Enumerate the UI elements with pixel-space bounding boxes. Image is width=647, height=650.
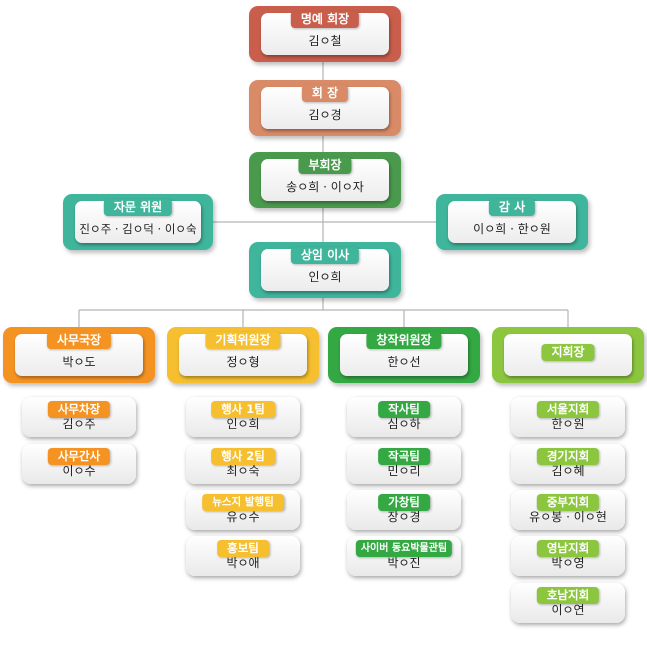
standing-director-name: 인ㅇ희 — [308, 270, 342, 284]
col1-sub-1-name: 김ㅇ주 — [62, 417, 96, 431]
chairman-box: 회 장 김ㅇ경 — [249, 80, 401, 136]
auditor-box: 감 사 이ㅇ희 · 한ㅇ원 — [436, 194, 588, 250]
col4-sub-1: 서울지회 한ㅇ원 — [511, 397, 625, 437]
vice-chairman-name: 송ㅇ희 · 이ㅇ자 — [286, 180, 364, 194]
col2-sub-1-title: 행사 1팀 — [211, 401, 275, 418]
col4-head-card: 지회장 — [504, 334, 632, 376]
col3-sub-2-name: 민ㅇ리 — [387, 464, 421, 478]
col4-sub-3-name: 유ㅇ봉 · 이ㅇ현 — [529, 510, 607, 524]
col4-sub-3-title: 중부지회 — [536, 494, 600, 511]
col3-head-box: 창작위원장 한ㅇ선 — [328, 327, 480, 383]
col4-sub-1-title: 서울지회 — [536, 401, 600, 418]
col1-sub-2: 사무간사 이ㅇ수 — [22, 444, 136, 484]
col3-sub-3: 가창팀 장ㅇ경 — [347, 490, 461, 530]
standing-director-box: 상임 이사 인ㅇ희 — [249, 242, 401, 298]
col3-sub-1: 작사팀 심ㅇ하 — [347, 397, 461, 437]
advisor-card: 자문 위원 진ㅇ주 · 김ㅇ덕 · 이ㅇ숙 — [75, 199, 201, 243]
col2-head-card: 기획위원장 정ㅇ형 — [179, 332, 307, 376]
col3-head-title: 창작위원장 — [366, 332, 442, 349]
col2-sub-2-name: 최ㅇ숙 — [226, 464, 260, 478]
col3-sub-2-title: 작곡팀 — [378, 448, 430, 465]
advisor-title: 자문 위원 — [103, 199, 173, 216]
chairman-card: 회 장 김ㅇ경 — [261, 85, 389, 129]
honorary-chairman-name: 김ㅇ철 — [308, 34, 342, 48]
col2-sub-3-name: 유ㅇ수 — [226, 510, 260, 524]
col2-head-title: 기획위원장 — [205, 332, 281, 349]
auditor-title: 감 사 — [488, 199, 536, 216]
col2-head-name: 정ㅇ형 — [226, 355, 260, 369]
col4-head-title: 지회장 — [541, 344, 595, 361]
col1-head-name: 박ㅇ도 — [62, 355, 96, 369]
honorary-chairman-box: 명예 회장 김ㅇ철 — [249, 6, 401, 62]
col3-sub-1-name: 심ㅇ하 — [387, 417, 421, 431]
honorary-chairman-card: 명예 회장 김ㅇ철 — [261, 11, 389, 55]
col2-sub-3-title: 뉴스지 발행팀 — [202, 494, 284, 511]
col4-sub-5-name: 이ㅇ연 — [551, 603, 585, 617]
chairman-name: 김ㅇ경 — [308, 108, 342, 122]
col1-head-box: 사무국장 박ㅇ도 — [3, 327, 155, 383]
col4-sub-4: 영남지회 박ㅇ영 — [511, 536, 625, 576]
col1-sub-1: 사무차장 김ㅇ주 — [22, 397, 136, 437]
col4-sub-2: 경기지회 김ㅇ혜 — [511, 444, 625, 484]
vice-chairman-card: 부회장 송ㅇ희 · 이ㅇ자 — [261, 157, 389, 201]
col3-sub-3-name: 장ㅇ경 — [387, 510, 421, 524]
col4-sub-5-title: 호남지회 — [536, 587, 600, 604]
col1-sub-1-title: 사무차장 — [47, 401, 111, 418]
col3-sub-3-title: 가창팀 — [378, 494, 430, 511]
col4-sub-2-name: 김ㅇ혜 — [551, 464, 585, 478]
advisor-name: 진ㅇ주 · 김ㅇ덕 · 이ㅇ숙 — [79, 222, 197, 236]
auditor-name: 이ㅇ희 · 한ㅇ원 — [473, 222, 551, 236]
col1-head-card: 사무국장 박ㅇ도 — [15, 332, 143, 376]
col3-sub-4-name: 박ㅇ진 — [387, 556, 421, 570]
vice-chairman-box: 부회장 송ㅇ희 · 이ㅇ자 — [249, 152, 401, 208]
col4-sub-4-title: 영남지회 — [536, 540, 600, 557]
col3-head-name: 한ㅇ선 — [387, 355, 421, 369]
col2-sub-2: 행사 2팀 최ㅇ숙 — [186, 444, 300, 484]
col3-sub-2: 작곡팀 민ㅇ리 — [347, 444, 461, 484]
vice-chairman-title: 부회장 — [298, 157, 352, 174]
col2-sub-1-name: 인ㅇ희 — [226, 417, 260, 431]
col1-sub-2-name: 이ㅇ수 — [62, 464, 96, 478]
auditor-card: 감 사 이ㅇ희 · 한ㅇ원 — [448, 199, 576, 243]
standing-director-card: 상임 이사 인ㅇ희 — [261, 247, 389, 291]
col2-sub-4: 홍보팀 박ㅇ애 — [186, 536, 300, 576]
col2-sub-4-title: 홍보팀 — [217, 540, 269, 557]
advisor-box: 자문 위원 진ㅇ주 · 김ㅇ덕 · 이ㅇ숙 — [63, 194, 213, 250]
col3-sub-4: 사이버 동요박물관팀 박ㅇ진 — [347, 536, 461, 576]
col4-sub-2-title: 경기지회 — [536, 448, 600, 465]
honorary-chairman-title: 명예 회장 — [290, 11, 360, 28]
col4-sub-5: 호남지회 이ㅇ연 — [511, 583, 625, 623]
col2-sub-1: 행사 1팀 인ㅇ희 — [186, 397, 300, 437]
col2-sub-2-title: 행사 2팀 — [211, 448, 275, 465]
col4-sub-4-name: 박ㅇ영 — [551, 556, 585, 570]
col3-sub-1-title: 작사팀 — [378, 401, 430, 418]
standing-director-title: 상임 이사 — [290, 247, 360, 264]
col4-sub-3: 중부지회 유ㅇ봉 · 이ㅇ현 — [511, 490, 625, 530]
col4-sub-1-name: 한ㅇ원 — [551, 417, 585, 431]
col3-sub-4-title: 사이버 동요박물관팀 — [355, 540, 453, 557]
col2-head-box: 기획위원장 정ㅇ형 — [167, 327, 319, 383]
col2-sub-3: 뉴스지 발행팀 유ㅇ수 — [186, 490, 300, 530]
chairman-title: 회 장 — [301, 85, 349, 102]
col4-head-box: 지회장 — [492, 327, 644, 383]
col3-head-card: 창작위원장 한ㅇ선 — [340, 332, 468, 376]
col1-head-title: 사무국장 — [46, 332, 112, 349]
col1-sub-2-title: 사무간사 — [47, 448, 111, 465]
col2-sub-4-name: 박ㅇ애 — [226, 556, 260, 570]
